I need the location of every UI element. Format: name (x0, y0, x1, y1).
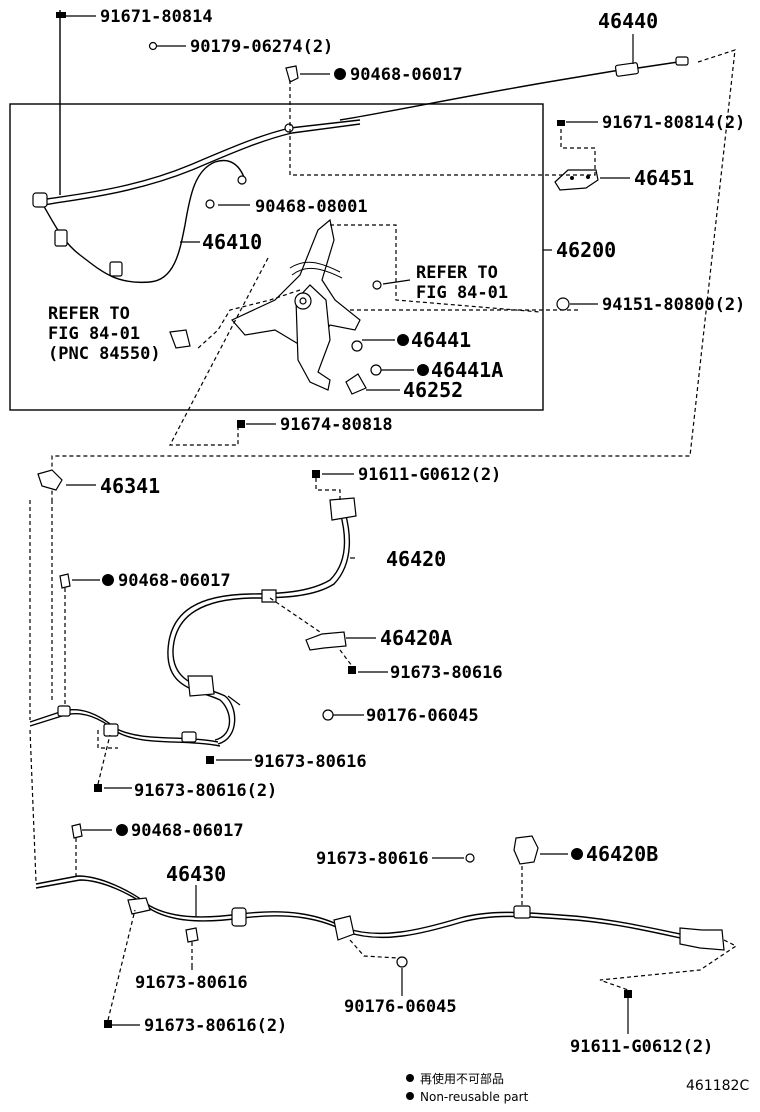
non-reusable-dot (571, 848, 583, 860)
label-91671-80814: 91671-80814 (100, 7, 213, 27)
bracket-46420b (513, 835, 539, 865)
label-91673-80616-a: 91673-80616 (390, 663, 503, 683)
label-90468-06017-top: 90468-06017 (350, 65, 463, 85)
leaders-upper (66, 15, 634, 425)
legend: 再使用不可部品 Non-reusable part (406, 1071, 529, 1104)
label-fig-84-01-2: FIG 84-01 (48, 324, 140, 344)
legend-text-jp: 再使用不可部品 (420, 1071, 504, 1086)
label-90468-06017-mid: 90468-06017 (118, 571, 231, 591)
label-91611-g0612-bot: 91611-G0612(2) (570, 1037, 713, 1057)
dashed-reference-middle (29, 478, 353, 883)
label-91674-80818: 91674-80818 (280, 415, 393, 435)
label-90468-06017-low: 90468-06017 (131, 821, 244, 841)
part-46420a (305, 631, 347, 651)
label-91673-80616-2a: 91673-80616(2) (134, 781, 277, 801)
label-90468-08001: 90468-08001 (255, 197, 368, 217)
label-46341: 46341 (100, 474, 160, 498)
non-reusable-dot (334, 68, 346, 80)
label-91673-80616-d: 91673-80616 (135, 973, 248, 993)
label-91611-g0612-top: 91611-G0612(2) (358, 465, 501, 485)
cable-46341-lower-left (29, 705, 221, 747)
label-91673-80616-c: 91673-80616 (316, 849, 429, 869)
assembly-frame-46200 (9, 103, 544, 411)
label-46420a: 46420A (380, 626, 452, 650)
leaders-lower (82, 829, 629, 1034)
label-94151-80800: 94151-80800(2) (602, 295, 745, 315)
label-46200: 46200 (556, 238, 616, 262)
non-reusable-dot (116, 824, 128, 836)
fasteners-upper (56, 12, 570, 428)
cable-to-46440 (339, 56, 689, 121)
label-46420: 46420 (386, 547, 446, 571)
label-pnc-84550: (PNC 84550) (48, 344, 161, 364)
label-refer-to-2: REFER TO (48, 304, 130, 324)
label-46410: 46410 (202, 230, 262, 254)
cable-46410 (32, 10, 361, 284)
label-91673-80616-b: 91673-80616 (254, 752, 367, 772)
non-reusable-markers (102, 68, 583, 860)
label-46420b: 46420B (586, 842, 658, 866)
legend-dot-jp (406, 1074, 414, 1082)
label-46451: 46451 (634, 166, 694, 190)
label-46430: 46430 (166, 862, 226, 886)
brake-lever-assembly (231, 218, 361, 391)
label-46441a: 46441A (431, 358, 503, 382)
legend-text-en: Non-reusable part (420, 1090, 529, 1104)
label-91673-80616-2b: 91673-80616(2) (144, 1016, 287, 1036)
cable-46430 (35, 875, 725, 951)
label-46252: 46252 (403, 378, 463, 402)
label-refer-to-1: REFER TO (416, 263, 498, 283)
label-90176-06045-a: 90176-06045 (366, 706, 479, 726)
non-reusable-dot (102, 574, 114, 586)
leaders-middle (66, 473, 388, 789)
bracket-46451 (554, 169, 599, 191)
non-reusable-dot (417, 364, 429, 376)
label-90179-06274: 90179-06274(2) (190, 37, 333, 57)
fasteners-middle (37, 469, 356, 792)
label-46441: 46441 (411, 328, 471, 352)
legend-dot-en (406, 1092, 414, 1100)
label-46440: 46440 (598, 9, 658, 33)
label-fig-84-01-1: FIG 84-01 (416, 283, 508, 303)
figure-code: 461182C (686, 1078, 749, 1094)
non-reusable-dot (397, 334, 409, 346)
cable-46420 (167, 497, 357, 745)
label-91671-80814-2: 91671-80814(2) (602, 113, 745, 133)
dashed-reference-lower (75, 838, 738, 1021)
label-90176-06045-b: 90176-06045 (344, 997, 457, 1017)
fasteners-lower (71, 823, 632, 1028)
